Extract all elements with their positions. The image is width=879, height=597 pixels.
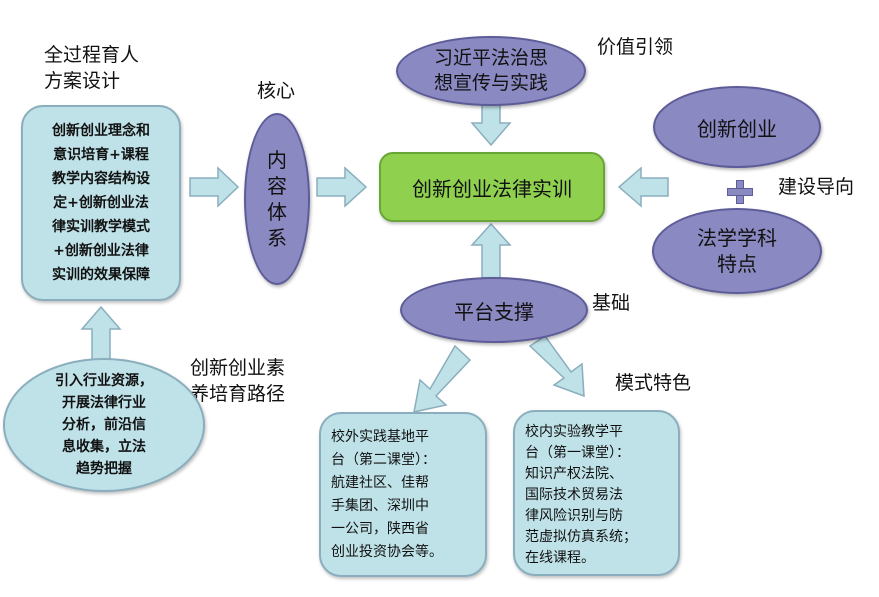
arrow-left-to-core [189,166,240,208]
inside-practice-box: 校内实验教学平 台（第一课堂）： 知识产权法院、 国际技术贸易法 律风险识别与防… [513,410,680,576]
arrow-core-to-center [316,166,368,208]
arrow-circle-to-left [80,305,122,361]
innovation-ellipse: 创新创业 [653,86,821,168]
arrow-platform-to-outside [413,344,472,413]
center-practice-box: 创新创业法律实训 [379,152,605,222]
arrow-right-to-center [617,166,669,208]
left-content-box: 创新创业理念和 意识培育+课程 教学内容结构设 定+创新创业法 律实训教学模式 … [21,105,181,301]
label-quality-path: 创新创业素 养培育路径 [190,357,286,405]
label-foundation: 基础 [592,292,631,314]
label-whole-process: 全过程育人 方案设计 [44,44,140,92]
law-discipline-ellipse: 法学学科 特点 [652,208,822,294]
label-value-guide: 价值引领 [597,36,674,58]
arrow-platform-to-center [470,222,512,279]
industry-resource-circle: 引入行业资源， 开展法律行业 分析，前沿信 息收集，立法 趋势把握 [3,358,205,492]
label-core: 核心 [257,80,296,102]
outside-practice-box: 校外实践基地平 台（第二课堂）： 航建社区、佳帮 手集团、深圳中 一公司，陕西省… [319,412,487,577]
top-thought-ellipse: 习近平法治思 想宣传与实践 [396,36,586,106]
platform-support-ellipse: 平台支撑 [400,277,588,343]
label-mode-feature: 模式特色 [615,372,692,394]
arrow-platform-to-inside [528,334,585,398]
core-content-ellipse: 内 容 体 系 [244,113,310,285]
arrow-top-to-center [470,102,512,147]
label-construction-guide: 建设导向 [778,176,855,198]
plus-icon [727,180,753,204]
